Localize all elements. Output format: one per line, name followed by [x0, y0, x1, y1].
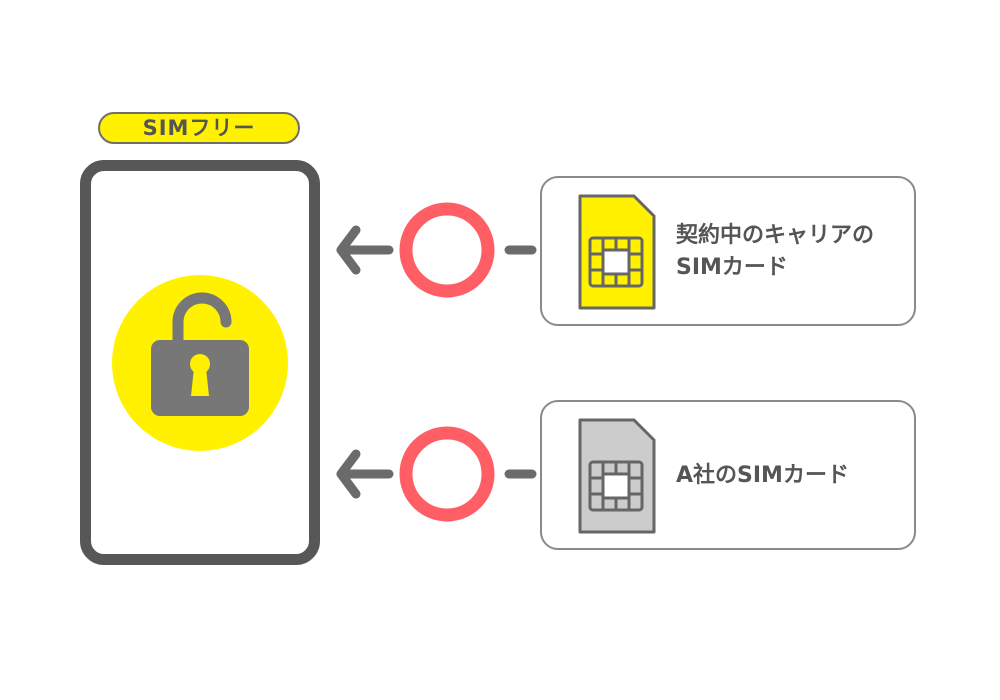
carrier-sim-label-line1: 契約中のキャリアの — [676, 223, 875, 248]
sim-chip — [588, 460, 644, 512]
sim-card-icon-gray — [578, 418, 656, 534]
carrier-sim-label-line2: SIMカード — [676, 255, 788, 280]
connector-bottom — [336, 426, 537, 522]
padlock-shackle — [172, 292, 232, 346]
company-a-sim-label: A社のSIMカード — [676, 460, 849, 492]
carrier-sim-label: 契約中のキャリアの SIMカード — [676, 220, 874, 284]
sim-chip — [588, 236, 644, 288]
unlocked-padlock-icon — [151, 292, 249, 416]
circle-ok-icon-bottom — [399, 426, 495, 522]
circle-ok-icon-top — [399, 202, 495, 298]
sim-free-badge: SIMフリー — [98, 112, 300, 144]
connector-top — [336, 202, 537, 298]
company-a-sim-card-box: A社のSIMカード — [540, 400, 916, 550]
carrier-sim-card-box: 契約中のキャリアの SIMカード — [540, 176, 916, 326]
padlock-keyhole-slot — [191, 368, 209, 396]
sim-card-icon-yellow — [578, 194, 656, 310]
company-a-sim-label-line1: A社のSIMカード — [676, 463, 849, 488]
